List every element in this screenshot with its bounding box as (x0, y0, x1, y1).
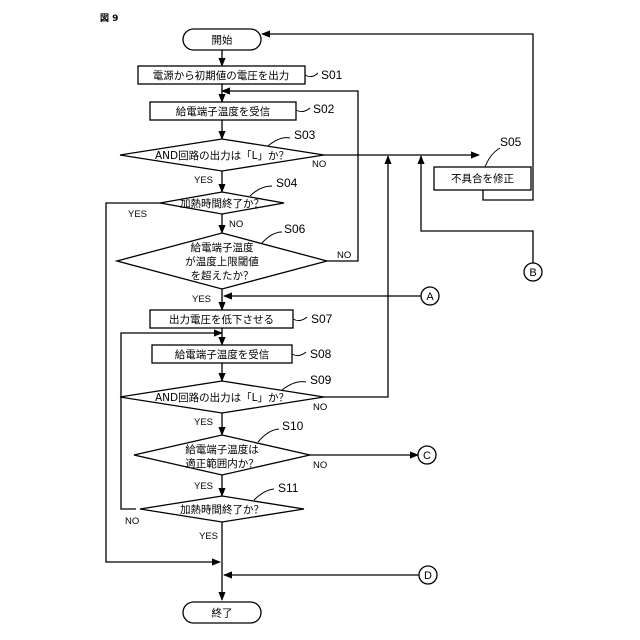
decision-s04-leader (250, 186, 272, 196)
step-s08-leader (292, 352, 306, 356)
decision-s06-line-1: 給電端子温度 (191, 241, 254, 254)
step-s01-leader (305, 73, 318, 77)
step-s02-leader (296, 108, 310, 112)
decision-s09-id: S09 (310, 373, 332, 387)
decision-s09-no: NO (313, 402, 327, 413)
end-label: 終了 (212, 607, 233, 620)
step-s07-text: 出力電圧を低下させる (169, 313, 274, 326)
decision-s09-yes: YES (194, 417, 213, 428)
start-label: 開始 (212, 34, 233, 47)
decision-s11-no: NO (125, 516, 139, 527)
decision-s03-id: S03 (294, 128, 316, 142)
decision-s03-no: NO (312, 159, 326, 170)
decision-s10-yes: YES (194, 481, 213, 492)
decision-s04-id: S04 (276, 176, 298, 190)
figure-label: 図 9 (100, 13, 118, 24)
connector-b-label: B (529, 267, 536, 279)
decision-s10-no: NO (313, 460, 327, 471)
decision-s11-id: S11 (278, 481, 299, 495)
decision-s11-text: 加熱時間終了か？ (180, 503, 264, 516)
decision-s11-yes: YES (199, 531, 218, 542)
decision-s03-leader (268, 138, 290, 146)
connector-d-label: D (424, 570, 432, 582)
step-s02-id: S02 (313, 102, 335, 116)
connector-c-label: C (423, 450, 431, 462)
decision-s03-yes: YES (194, 175, 213, 186)
decision-s10-id: S10 (282, 419, 304, 433)
decision-s09-text: AND回路の出力は「L」か？ (155, 391, 289, 404)
decision-s06-line-3: を超えたか？ (191, 269, 254, 282)
connector-a-label: A (426, 291, 434, 303)
decision-s09-leader (282, 382, 306, 390)
decision-s06-leader (262, 232, 282, 243)
decision-s06-id: S06 (284, 222, 306, 236)
step-s05-id: S05 (500, 135, 522, 149)
decision-s11-leader (254, 489, 274, 500)
decision-s03-text: AND回路の出力は「L」か？ (155, 149, 289, 162)
decision-s06-line-2: が温度上限閾値 (185, 255, 259, 268)
decision-s10-leader (258, 429, 279, 442)
step-s08-text: 給電端子温度を受信 (175, 348, 270, 361)
step-s01-text: 電源から初期値の電圧を出力 (153, 69, 290, 82)
decision-s04-text: 加熱時間終了か？ (180, 197, 264, 210)
decision-s10-line-2: 適正範囲内か？ (185, 457, 259, 470)
step-s01-id: S01 (321, 68, 343, 82)
step-s08-id: S08 (310, 347, 332, 361)
step-s07-leader (293, 317, 307, 321)
decision-s04-yes: YES (128, 209, 147, 220)
step-s07-id: S07 (311, 312, 333, 326)
step-s05-text: 不具合を修正 (451, 172, 514, 185)
decision-s04-no: NO (229, 219, 243, 230)
step-s02-text: 給電端子温度を受信 (176, 105, 271, 118)
decision-s06-yes: YES (192, 294, 211, 305)
decision-s06-no: NO (337, 250, 351, 261)
step-s05-leader (485, 148, 500, 167)
decision-s10-line-1: 給電端子温度は (185, 443, 259, 456)
